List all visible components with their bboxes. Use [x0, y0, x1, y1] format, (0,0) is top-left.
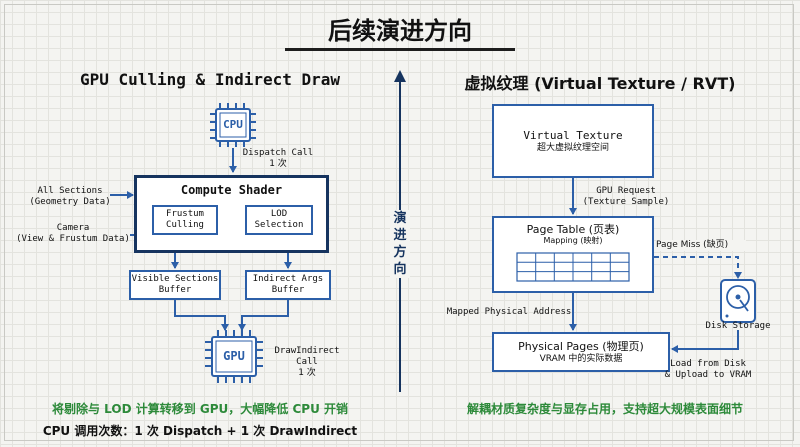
disk-storage-icon [720, 279, 756, 323]
load-from-disk-label: Load from Disk & Upload to VRAM [664, 359, 752, 380]
cpu-chip-icon [210, 103, 256, 147]
all-sections-input: All Sections (Geometry Data) [29, 186, 111, 207]
divider-arrow-icon [394, 70, 406, 82]
page-miss-label: Page Miss (缺页) [656, 240, 746, 251]
lod-selection-box: LOD Selection [245, 205, 313, 235]
right-section-title: 虚拟纹理 (Virtual Texture / RVT) [464, 74, 736, 93]
outer-frame [4, 4, 794, 441]
camera-input: Camera (View & Frustum Data) [16, 223, 130, 244]
left-caption-green: 将剔除与 LOD 计算转移到 GPU，大幅降低 CPU 开销 [51, 402, 348, 416]
visible-sections-buffer: Visible Sections Buffer [129, 270, 221, 300]
title-underline [285, 48, 515, 51]
cpu-chip-label: CPU [223, 118, 243, 131]
draw-indirect-label: DrawIndirect Call 1 次 [274, 346, 340, 378]
physical-pages-box: Physical Pages (物理页) VRAM 中的实际数据 [492, 332, 670, 372]
virtual-texture-box: Virtual Texture 超大虚拟纹理空间 [492, 104, 654, 178]
left-section-title: GPU Culling & Indirect Draw [79, 70, 341, 89]
indirect-args-buffer: Indirect Args Buffer [245, 270, 331, 300]
page-title: 后续演进方向 [328, 17, 472, 45]
evolution-direction-label: 演 进 方 向 [390, 210, 410, 278]
disk-storage-label: Disk Storage [705, 321, 771, 331]
right-caption-green: 解耦材质复杂度与显存占用，支持超大规模表面细节 [466, 402, 743, 416]
dispatch-call-label: Dispatch Call 1 次 [242, 148, 314, 169]
left-caption-black: CPU 调用次数：1 次 Dispatch + 1 次 DrawIndirect [42, 424, 358, 438]
mapped-physical-address-label: Mapped Physical Address [446, 307, 572, 317]
frustum-culling-box: Frustum Culling [152, 205, 218, 235]
gpu-request-label: GPU Request (Texture Sample) [582, 186, 670, 207]
gpu-chip-icon [205, 330, 263, 383]
gpu-chip-label: GPU [223, 349, 245, 363]
